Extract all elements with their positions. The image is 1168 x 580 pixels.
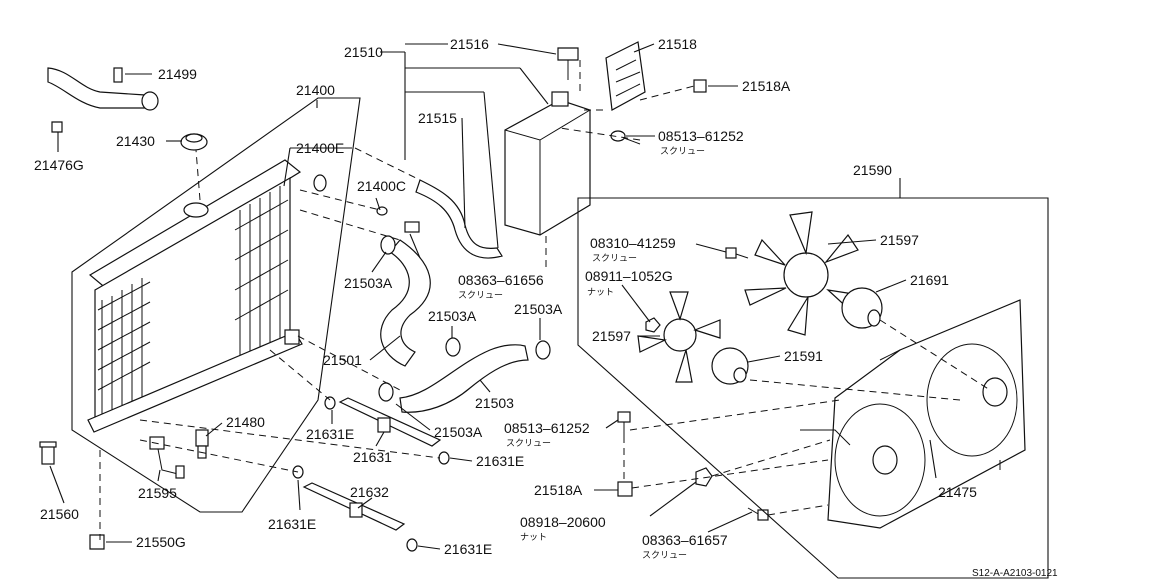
callout-21503A-3: 21503A (514, 301, 563, 317)
callout-08310-sub: スクリュー (592, 253, 637, 264)
callout-08918-sub: ナット (520, 532, 547, 543)
callout-08513-mid: 08513–61252 (504, 420, 590, 436)
callout-08918: 08918–20600 (520, 514, 606, 530)
callout-21400: 21400 (296, 82, 335, 98)
callout-21515: 21515 (418, 110, 457, 126)
screw-08513-mid-drawing (617, 411, 631, 436)
callout-21503: 21503 (475, 395, 514, 411)
callout-08911-sub: ナット (587, 287, 614, 298)
drain-21560-drawing (39, 441, 57, 465)
clutch-21691-drawing (841, 287, 883, 329)
leader-lines (49, 43, 937, 550)
callout-21595: 21595 (138, 485, 177, 501)
fan-21597-top-drawing (744, 211, 861, 336)
callout-21516: 21516 (450, 36, 489, 52)
diagram-code: S12-A-A2103-0121 (972, 568, 1058, 579)
callout-21518A-top: 21518A (742, 78, 791, 94)
callout-21400C: 21400C (357, 178, 406, 194)
callout-21501: 21501 (323, 352, 362, 368)
cap-21550G-drawing (89, 534, 105, 550)
callout-21480: 21480 (226, 414, 265, 430)
clamps-drawing (313, 174, 551, 402)
fan-shroud-21475-drawing (800, 299, 1026, 529)
assembly-dashed-lines (99, 60, 991, 540)
callout-08513-top-sub: スクリュー (660, 146, 705, 157)
callout-21631E-4: 21631E (444, 541, 492, 557)
callout-21597-top: 21597 (880, 232, 919, 248)
callout-21550G: 21550G (136, 534, 186, 550)
callout-21430: 21430 (116, 133, 155, 149)
callout-08363-bot: 08363–61657 (642, 532, 728, 548)
callout-21400E: 21400E (296, 140, 344, 156)
callout-08911: 08911–1052G (585, 268, 673, 284)
callout-21518: 21518 (658, 36, 697, 52)
callout-21631E-2: 21631E (476, 453, 524, 469)
screw-08310-drawing (725, 247, 749, 259)
callout-21499: 21499 (158, 66, 197, 82)
callout-21560: 21560 (40, 506, 79, 522)
cap-21430-drawing (180, 133, 208, 151)
hose-21503-drawing (399, 344, 529, 413)
clip-21476G-drawing (51, 121, 63, 133)
callout-21631E-3: 21631E (268, 516, 316, 532)
callout-08513-top: 08513–61252 (658, 128, 744, 144)
switch-21480-drawing (195, 429, 209, 459)
callout-21503A-1: 21503A (344, 275, 393, 291)
callout-21632: 21632 (350, 484, 389, 500)
clutch-21591-drawing (711, 347, 749, 385)
hose-21631-drawing (324, 396, 450, 465)
hose-21499-drawing (47, 67, 159, 111)
bracket-21518-drawing (605, 41, 646, 111)
callout-08513-mid-sub: スクリュー (506, 438, 551, 449)
callout-08363-top: 08363–61656 (458, 272, 544, 288)
callout-21518A-bot: 21518A (534, 482, 583, 498)
callout-21510: 21510 (344, 44, 383, 60)
radiator-drawing (87, 159, 303, 433)
callout-21631E-1: 21631E (306, 426, 354, 442)
callout-08310: 08310–41259 (590, 235, 676, 251)
callout-21476G: 21476G (34, 157, 84, 173)
callout-08363-bot-sub: スクリュー (642, 550, 687, 561)
hose-21632-drawing (292, 465, 418, 552)
fan-21597-left-drawing (637, 291, 721, 383)
callout-21631: 21631 (353, 449, 392, 465)
hose-21501-drawing (380, 239, 431, 367)
fan-group-outline (577, 197, 1049, 579)
bolt-21518A-top-drawing (693, 79, 707, 93)
callout-08363-top-sub: スクリュー (458, 290, 503, 301)
radiator-group-outline (71, 97, 361, 513)
callout-labels: 21499 21476G 21430 21400 21400E 21400C 2… (34, 36, 977, 561)
sensor-21595-drawing (149, 436, 185, 479)
callout-21503A-2: 21503A (428, 308, 477, 324)
callout-21597-left: 21597 (592, 328, 631, 344)
screw-08363-bot-drawing (747, 507, 769, 521)
bolt-21518A-bot-drawing (617, 481, 633, 497)
reservoir-tank-21510-drawing (504, 91, 591, 236)
callout-21591: 21591 (784, 348, 823, 364)
callout-21590: 21590 (853, 162, 892, 178)
callout-21503A-4: 21503A (434, 424, 483, 440)
hose-21515-drawing (415, 179, 503, 259)
callout-21691: 21691 (910, 272, 949, 288)
cap-21516-drawing (557, 47, 579, 80)
callout-21475: 21475 (938, 484, 977, 500)
